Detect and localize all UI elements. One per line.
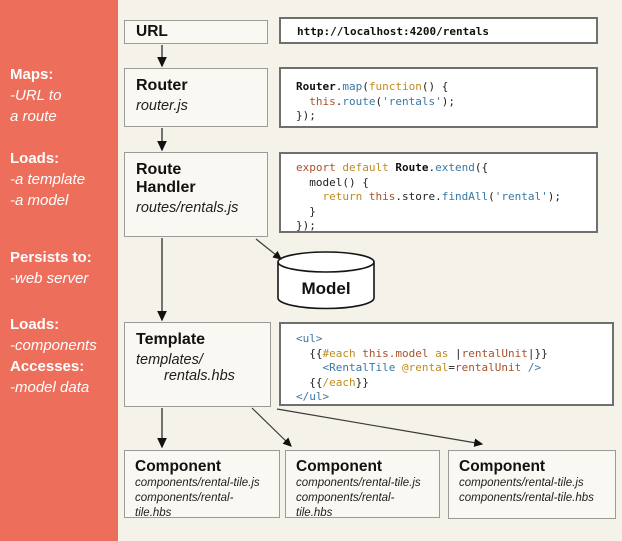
template-code-snippet: <ul> {{#each this.model as |rentalUnit|}… <box>279 322 614 406</box>
template-node-title: Template <box>136 331 206 348</box>
annotation-heading: Accesses: <box>10 358 85 375</box>
component-title: Component <box>296 458 383 475</box>
annotation-heading: Persists to: <box>10 249 92 266</box>
arrow-template-to-component-3 <box>276 408 484 447</box>
component-file-js: components/rental-tile.js <box>459 477 584 489</box>
annotation-line: -a model <box>10 192 69 209</box>
url-address-code: http://localhost:4200/rentals <box>279 17 598 44</box>
url-node: URL <box>124 20 268 44</box>
annotation-heading: Maps: <box>10 66 54 83</box>
template-node: Template templates/ rentals.hbs <box>124 322 271 407</box>
annotation-line: -components <box>10 337 97 354</box>
component-title: Component <box>135 458 222 475</box>
router-node-file: router.js <box>136 98 188 114</box>
component-title: Component <box>459 458 546 475</box>
annotation-sidebar: Maps: -URL to a route Loads: -a template… <box>0 0 118 541</box>
router-code-snippet: Router.map(function() { this.route('rent… <box>279 67 598 128</box>
annotation-heading: Loads: <box>10 150 60 167</box>
route-handler-node-file: routes/rentals.js <box>136 200 239 216</box>
annotation-maps: Maps: -URL to a route <box>10 64 114 127</box>
arrow-template-to-component-2 <box>251 407 292 447</box>
route-handler-node-title: Route Handler <box>136 161 196 196</box>
annotation-persists: Persists to: -web server <box>10 247 114 289</box>
cylinder-top <box>277 251 375 273</box>
router-node-title: Router <box>136 77 188 94</box>
component-file-hbs: components/rental-tile.hbs <box>459 492 594 504</box>
annotation-loads-route: Loads: -a template -a model <box>10 148 114 211</box>
template-node-file-line2: rentals.hbs <box>164 368 235 384</box>
template-node-file-line1: templates/ <box>136 352 203 368</box>
url-node-label: URL <box>136 23 168 40</box>
router-node: Router router.js <box>124 68 268 127</box>
component-file-js: components/rental-tile.js <box>135 477 260 489</box>
component-node-3: Component components/rental-tile.js comp… <box>448 450 616 519</box>
component-file-hbs: components/rental-tile.hbs <box>135 492 234 519</box>
cylinder-body <box>277 262 375 310</box>
annotation-template-loads: Loads: -components Accesses: -model data <box>10 314 114 398</box>
annotation-line: -a template <box>10 171 86 188</box>
route-handler-code-snippet: export default Route.extend({ model() { … <box>279 152 598 233</box>
annotation-line: -model data <box>10 379 90 396</box>
route-handler-node: Route Handler routes/rentals.js <box>124 152 268 237</box>
annotation-line: a route <box>10 108 57 125</box>
model-database-cylinder: Model <box>277 251 375 310</box>
component-node-2: Component components/rental-tile.js comp… <box>285 450 440 519</box>
component-node-1: Component components/rental-tile.js comp… <box>124 450 280 519</box>
annotation-line: -web server <box>10 270 89 287</box>
model-label: Model <box>301 279 350 298</box>
annotation-heading: Loads: <box>10 316 60 333</box>
component-file-js: components/rental-tile.js <box>296 477 421 489</box>
annotation-line: -URL to <box>10 87 62 104</box>
component-file-hbs: components/rental-tile.hbs <box>296 492 395 519</box>
